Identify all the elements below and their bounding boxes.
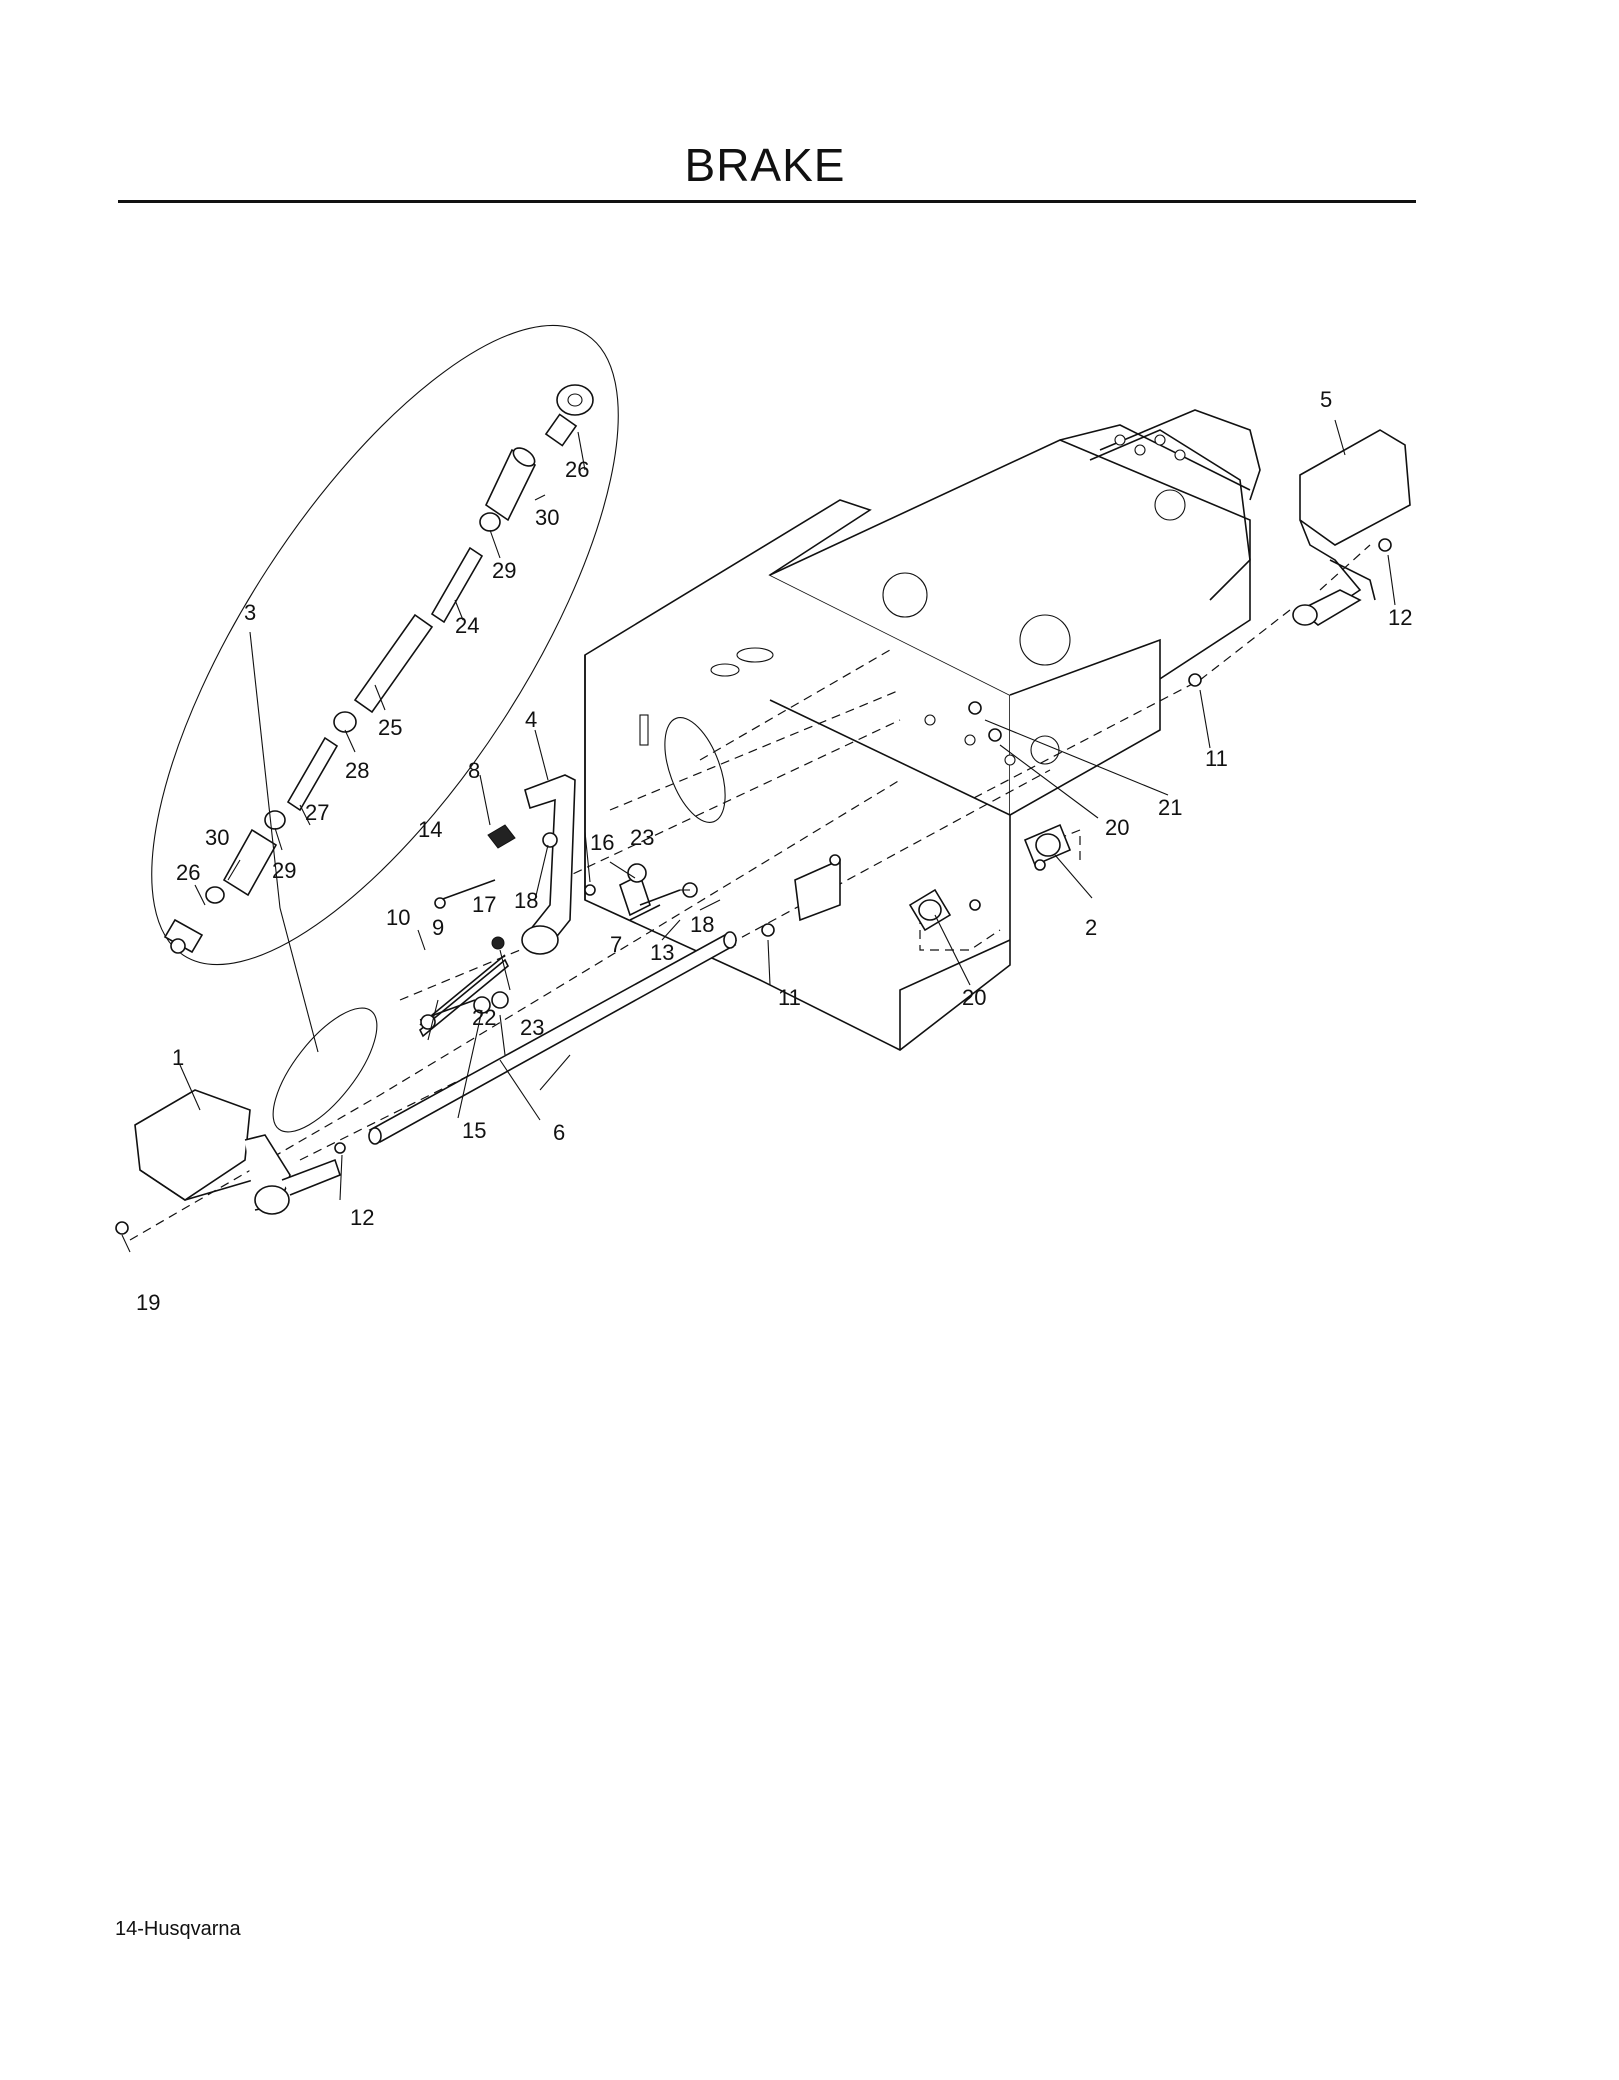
- callout-21: 21: [1158, 795, 1182, 820]
- callout-9: 9: [432, 915, 444, 940]
- callout-10: 10: [386, 905, 410, 930]
- callout-5: 5: [1320, 387, 1332, 412]
- callout-6: 6: [553, 1120, 565, 1145]
- rod-end-upper-part: [544, 384, 594, 447]
- callout-20-lower: 20: [962, 985, 986, 1010]
- callout-30-upper: 30: [535, 505, 559, 530]
- callout-26-lower: 26: [176, 860, 200, 885]
- tube-upper-part: [484, 447, 537, 522]
- turnbuckle-part: [353, 613, 434, 714]
- callout-18-right: 18: [690, 912, 714, 937]
- callout-12-left: 12: [350, 1205, 374, 1230]
- callout-16: 16: [590, 830, 614, 855]
- callout-17: 17: [472, 892, 496, 917]
- assembly-guide-lines: [129, 544, 1371, 1241]
- rod-end-lower-part: [163, 886, 225, 954]
- left-brake-pedal-part: [134, 1089, 346, 1215]
- callout-29-lower: 29: [272, 858, 296, 883]
- callout-1: 1: [172, 1045, 184, 1070]
- callout-25: 25: [378, 715, 402, 740]
- jam-nut-middle-part: [333, 711, 357, 733]
- callout-27: 27: [305, 800, 329, 825]
- small-hardware-parts: [418, 673, 1202, 1038]
- callout-26-upper: 26: [565, 457, 589, 482]
- callout-4: 4: [525, 707, 537, 732]
- tube-lower-part: [222, 828, 278, 897]
- callout-28: 28: [345, 758, 369, 783]
- callout-2: 2: [1085, 915, 1097, 940]
- callout-leader-lines: [121, 419, 1396, 1253]
- callout-20-upper: 20: [1105, 815, 1129, 840]
- left-nut-part: [115, 1221, 129, 1235]
- callout-23-lower: 23: [520, 1015, 544, 1040]
- callout-23-upper: 23: [630, 825, 654, 850]
- chassis-frame: [584, 409, 1261, 1051]
- threaded-rod-lower-part: [286, 736, 339, 812]
- brake-rod-detail-ellipse: [151, 324, 619, 1133]
- title-rule: [118, 200, 1416, 203]
- callout-30-lower: 30: [205, 825, 229, 850]
- flange-bearing-upper-part: [1023, 823, 1072, 871]
- threaded-rod-upper-part: [430, 546, 484, 624]
- callout-29-upper: 29: [492, 558, 516, 583]
- callout-12-right: 12: [1388, 605, 1412, 630]
- callout-3: 3: [244, 600, 256, 625]
- callout-13: 13: [650, 940, 674, 965]
- right-brake-pedal-part: [1292, 429, 1411, 626]
- brake-lever-part: [521, 774, 576, 955]
- callout-8: 8: [468, 758, 480, 783]
- callout-11-left: 11: [778, 985, 801, 1010]
- callout-19: 19: [136, 1290, 160, 1315]
- jam-nut-lower-part: [264, 810, 286, 830]
- brake-rod-part: [368, 931, 737, 1145]
- callout-15: 15: [462, 1118, 486, 1143]
- callout-7: 7: [610, 932, 622, 957]
- page-footer: 14-Husqvarna: [115, 1918, 241, 1940]
- callout-22: 22: [472, 1005, 496, 1030]
- jam-nut-upper-part: [479, 512, 501, 532]
- callout-14: 14: [418, 817, 442, 842]
- page-title: BRAKE: [684, 139, 846, 191]
- callout-11-right: 11: [1205, 746, 1228, 771]
- part-callouts: 1 2 3 4 5 6 7 8 9 10 11 11 12 12 13 14 1…: [136, 387, 1412, 1315]
- callout-18-left: 18: [514, 888, 538, 913]
- callout-24: 24: [455, 613, 479, 638]
